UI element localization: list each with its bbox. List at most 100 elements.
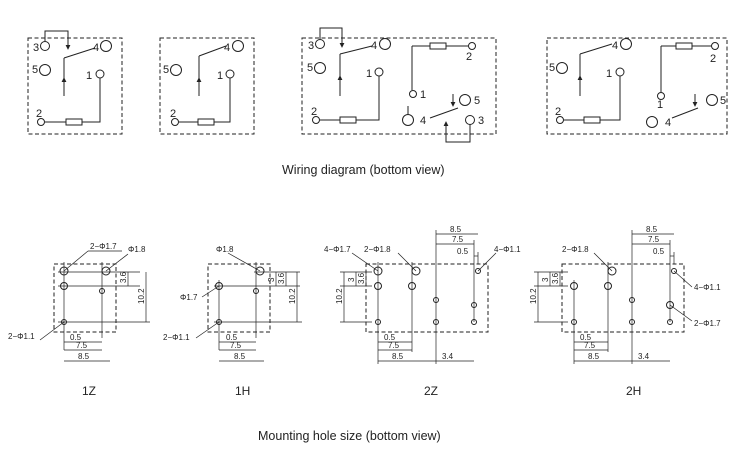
pin-label: 2 [170,108,176,120]
dim-label: 0.5 [457,247,469,256]
pin-label: 4 [420,115,426,127]
leader [593,252,613,272]
leader [673,270,693,288]
pin-3 [465,115,475,125]
dim-label: 3.6 [277,272,286,284]
pin-4 [646,116,658,128]
pin-label: 5 [32,64,38,76]
switch-contact [429,107,459,119]
hole-callout: 2−Φ1.1 [8,332,35,341]
wire [214,78,231,123]
pin-label: 4 [665,117,671,129]
switch-contact [671,107,699,119]
switch-contact [63,47,96,59]
hole-callout: 4−Φ1.1 [494,245,521,254]
dim-label: 8.5 [78,352,90,361]
mounting-hole-caption: Mounting hole size (bottom view) [258,429,441,443]
coil [675,42,693,50]
dim-label: 7.5 [648,235,660,244]
leader [477,252,497,272]
pin-2 [468,42,476,50]
mounting-1h: Φ1.8 Φ1.7 2−Φ1.1 3 3.6 10.2 0.5 7.5 8.5 [163,245,302,362]
pin-label: 1 [86,70,92,82]
model-label-2z: 2Z [424,384,438,398]
pin-3 [315,39,325,49]
pin-5 [170,64,182,76]
dim-label: 8.5 [588,352,600,361]
dim-label: 10.2 [288,288,297,304]
wire [319,27,343,44]
wiring-diagram-2z: 3 4 5 1 2 1 5 4 3 2 [301,27,497,143]
relay-outline [301,37,497,135]
dim-label: 8.5 [646,225,658,234]
pin-label: 4 [371,40,377,52]
hole-callout: Φ1.8 [216,245,234,254]
wiring-diagram-1z: 3 4 5 1 2 [27,30,123,135]
pin-label: 4 [93,42,99,54]
dim-label: 3.6 [551,272,560,284]
pin-label: 5 [307,62,313,74]
switch-contact [579,43,613,55]
leader [351,252,379,272]
pin-label: 3 [33,42,39,54]
hole-callout: Φ1.7 [180,293,198,302]
dim-label: 0.5 [580,333,592,342]
dim-label: 10.2 [529,288,538,304]
pin-4 [100,40,112,52]
dim-label: 7.5 [452,235,464,244]
pin-label: 3 [308,40,314,52]
mounting-2z: 4−Φ1.7 2−Φ1.8 4−Φ1.1 8.5 7.5 0.5 10.2 3 … [324,225,521,364]
pin-label: 1 [606,68,612,80]
pin-label: 3 [478,115,484,127]
leader [105,253,129,272]
mounting-1z: 2−Φ1.7 Φ1.8 2−Φ1.1 3.6 10.2 0.5 7.5 8.5 [8,242,150,362]
leader [669,304,693,322]
wiring-diagram-caption: Wiring diagram (bottom view) [282,163,445,177]
coil [197,118,215,126]
hole-callout: 2−Φ1.7 [90,242,117,251]
hole [671,268,677,274]
pin-4 [620,38,632,50]
wire [44,30,69,46]
wiring-diagram-2h: 4 5 1 2 1 4 5 2 [546,37,728,135]
pin-2 [312,116,320,124]
pin-2 [556,116,564,124]
coil [429,42,447,50]
switch-contact [339,45,373,55]
pin-5 [706,94,718,106]
pin-5 [459,94,471,106]
model-label-1h: 1H [235,384,250,398]
model-label-2h: 2H [626,384,641,398]
leader [201,285,220,298]
leader [397,252,417,272]
pin-1 [409,90,417,98]
leader [227,252,261,272]
pin-label: 4 [224,42,230,54]
pin-label: 5 [474,95,480,107]
wire [356,76,380,121]
mounting-2h: 2−Φ1.8 4−Φ1.1 2−Φ1.7 8.5 7.5 0.5 10.2 3 … [529,225,721,364]
dim-label: 8.5 [450,225,462,234]
pin-label: 2 [36,108,42,120]
pin-label: 2 [555,106,561,118]
hole-callout: 2−Φ1.7 [694,319,721,328]
wire [445,124,471,143]
leader [39,321,65,341]
pin-1 [225,69,235,79]
coil [583,116,601,124]
relay-outline [546,37,728,135]
dim-label: 7.5 [388,341,400,350]
dim-label: 3 [541,277,550,282]
pin-1 [615,67,625,77]
pin-4 [232,40,244,52]
pin-label: 2 [311,106,317,118]
pin-1 [95,69,105,79]
pin-label: 5 [549,62,555,74]
dim-label: 8.5 [234,352,246,361]
dim-label: 7.5 [76,341,88,350]
pin-4 [379,38,391,50]
hole-callout: 4−Φ1.7 [324,245,351,254]
pin-1 [657,92,665,100]
hole [475,268,481,274]
